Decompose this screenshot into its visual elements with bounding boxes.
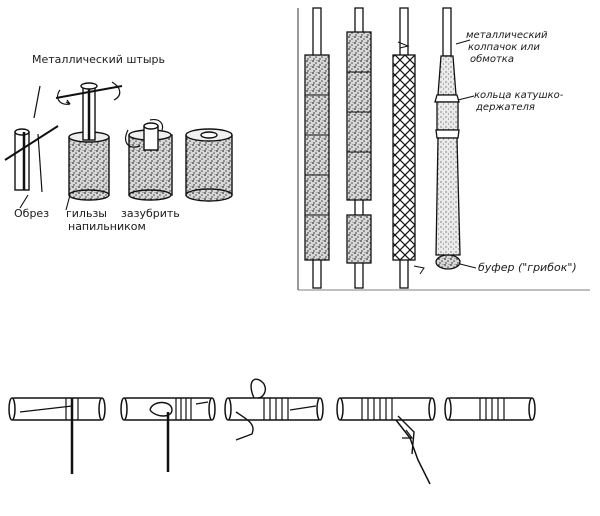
with-file-label: напильником — [68, 220, 146, 233]
tie-step-5 — [444, 397, 536, 421]
cork-with-rod — [55, 81, 123, 201]
cork-preparation-figure — [4, 81, 233, 211]
float-rod-wrapped — [392, 7, 425, 289]
tie-step-4 — [336, 397, 436, 485]
float-rod-segmented-cork — [346, 7, 372, 289]
tie-step-1 — [8, 397, 106, 474]
sleeve-cut-tube — [4, 125, 59, 193]
cap-label-line2: колпачок или — [468, 42, 540, 53]
rings-label-line1: кольца катушко- — [474, 90, 564, 101]
sleeve-cut-label: Обрез — [14, 207, 50, 220]
buffer-label: буфер ("грибок") — [478, 261, 577, 274]
tie-step-2 — [120, 397, 216, 472]
tie-step-3 — [224, 378, 324, 441]
float-rod-solid-cork — [304, 7, 330, 289]
cap-label-line1: металлический — [466, 30, 548, 41]
finished-cork — [185, 128, 233, 202]
float-finished — [434, 7, 477, 270]
line-tying-sequence — [8, 378, 536, 485]
cork-shaping — [125, 119, 173, 201]
metal-pin-label: Металлический штырь — [32, 53, 165, 66]
rings-label-line2: держателя — [476, 102, 535, 113]
sleeve-word-label: гильзы — [66, 207, 107, 220]
cap-label-line3: обмотка — [470, 54, 514, 65]
float-assembly-figure — [297, 7, 590, 291]
file-teeth-label: зазубрить — [121, 207, 180, 220]
